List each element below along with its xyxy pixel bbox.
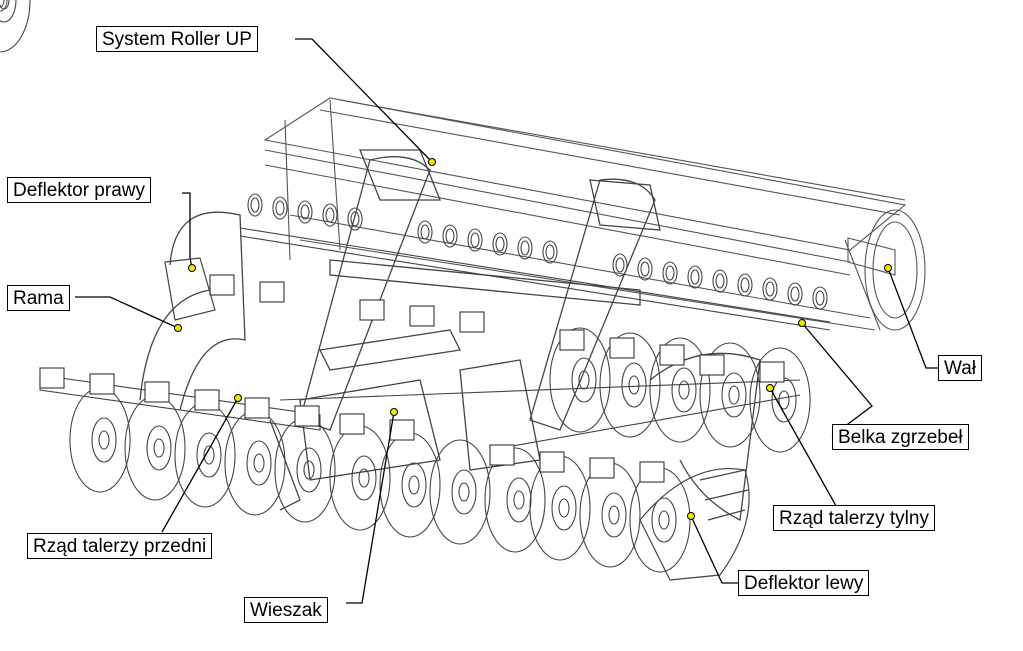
label-wieszak: Wieszak xyxy=(244,597,328,623)
label-rzad-talerzy-przedni: Rząd talerzy przedni xyxy=(27,533,213,559)
rear-roller xyxy=(263,97,926,331)
hub-blocks xyxy=(39,274,785,483)
frame xyxy=(139,149,761,521)
label-wal: Wał xyxy=(938,355,983,381)
label-rama: Rama xyxy=(7,285,70,311)
label-system-roller-up: System Roller UP xyxy=(96,26,258,52)
label-belka-zgrzebel: Belka zgrzebeł xyxy=(832,424,969,450)
callout-markers xyxy=(174,158,892,520)
label-deflektor-lewy: Deflektor lewy xyxy=(738,570,870,596)
deflectors xyxy=(164,257,750,581)
label-deflektor-prawy: Deflektor prawy xyxy=(7,177,151,203)
front-discs xyxy=(0,0,321,431)
label-rzad-talerzy-tylny: Rząd talerzy tylny xyxy=(773,505,935,531)
